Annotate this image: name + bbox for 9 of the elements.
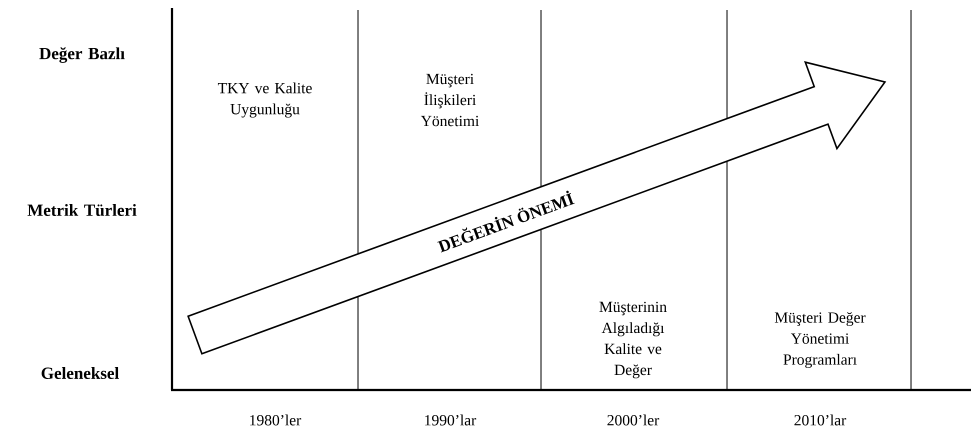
row-label: Değer Bazlı bbox=[39, 47, 125, 63]
year-label: 1980’ler bbox=[250, 414, 302, 426]
year-label: 1990’lar bbox=[425, 414, 476, 426]
row-label: Geleneksel bbox=[42, 367, 119, 379]
year-label: 2010’lar bbox=[794, 414, 846, 426]
column-text: Müşteri İlişkileri Yönetimi bbox=[420, 74, 479, 126]
year-label: 2000’ler bbox=[607, 414, 660, 426]
row-label: Metrik Türleri bbox=[28, 204, 137, 216]
column-text: TKY ve Kalite Uygunluğu bbox=[218, 82, 312, 118]
